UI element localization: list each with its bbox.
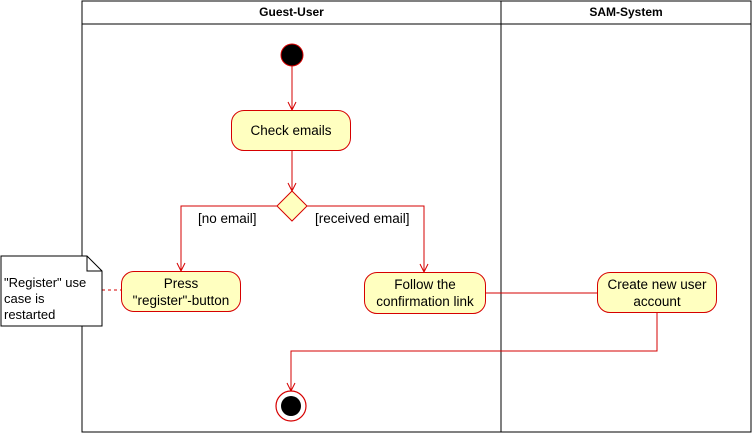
action-create-account-line2: account [633, 293, 681, 309]
guard-received-email: [received email] [315, 211, 410, 226]
note-line-2: case is [4, 291, 45, 306]
initial-node [280, 43, 304, 67]
action-check-emails-label: Check emails [250, 123, 332, 138]
flow-no-email [181, 205, 277, 271]
note-line-3: restarted [4, 307, 56, 322]
action-follow-link-line1: Follow the [394, 277, 456, 292]
lane-title-guest-user: Guest-User [259, 5, 324, 19]
action-press-register-line1: Press [163, 275, 199, 291]
action-create-account-line1: Create new user [607, 276, 707, 292]
guard-no-email: [no email] [198, 211, 257, 226]
flow-create-to-final [291, 313, 658, 391]
action-check-emails: Check emails [231, 110, 351, 151]
note-text: "Register" use case is restarted [4, 275, 86, 323]
action-press-register: Press "register"-button [121, 271, 241, 312]
final-node [275, 390, 307, 422]
action-follow-link: Follow the confirmation link [364, 272, 486, 314]
flow-received-email [307, 205, 424, 272]
lane-title-sam-system: SAM-System [589, 5, 663, 19]
note-shape [0, 255, 103, 327]
action-create-account: Create new user account [597, 272, 717, 313]
decision-node [276, 190, 308, 222]
note-line-1: "Register" use [4, 275, 87, 290]
action-press-register-line2: "register"-button [132, 292, 230, 308]
swimlane-frame [81, 0, 752, 433]
action-follow-link-line2: confirmation link [376, 294, 474, 309]
